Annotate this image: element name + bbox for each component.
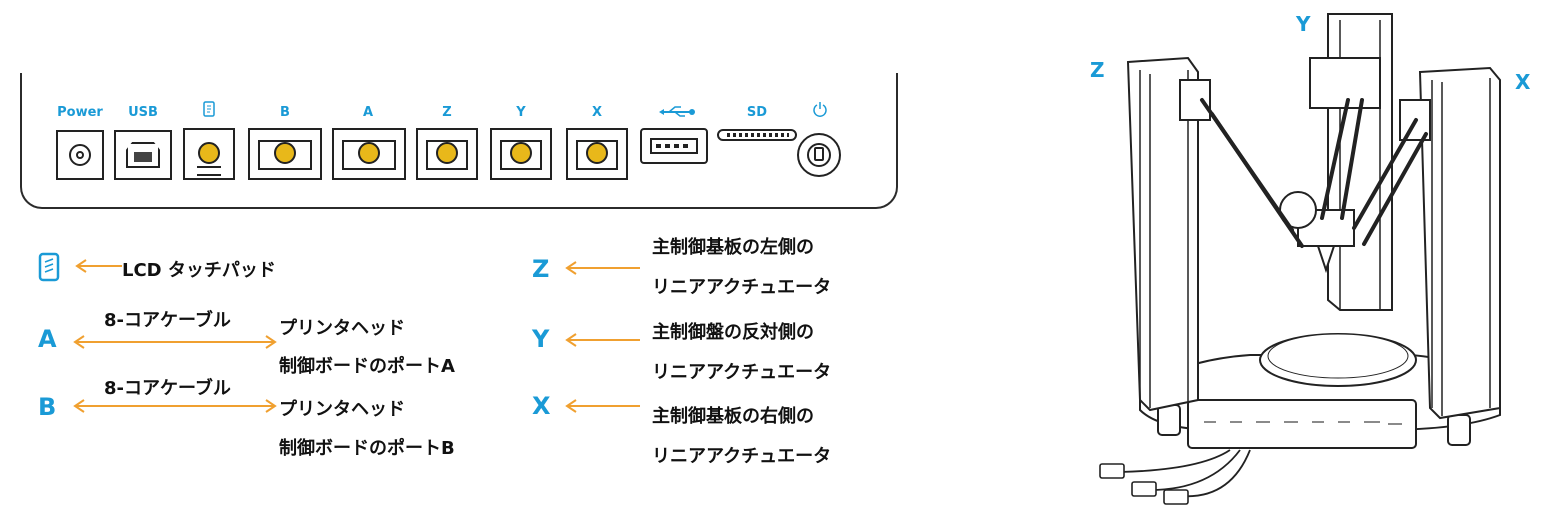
usb-symbol-icon: [659, 104, 697, 123]
port-y: [490, 128, 552, 180]
axis-z-line1: 主制御基板の左側の: [652, 237, 814, 258]
connector-b-arrow: [73, 399, 277, 413]
connector-a-target-line1: プリンタヘッド: [279, 318, 405, 339]
axis-z-letter: Z: [532, 255, 550, 283]
printer-axis-y-label: Y: [1296, 12, 1311, 36]
port-a: [332, 128, 406, 180]
lcd-port: [183, 128, 235, 180]
axis-x-line1: 主制御基板の右側の: [652, 406, 814, 427]
printer-axis-x-label: X: [1515, 70, 1531, 94]
connector-a-cable: 8-コアケーブル: [104, 310, 231, 331]
connector-a-letter: A: [38, 325, 57, 353]
axis-y-line1: 主制御盤の反対側の: [652, 322, 814, 343]
port-label-a: A: [362, 105, 374, 120]
delta-printer-illustration: [1099, 13, 1501, 505]
rear-port-panel: [20, 73, 898, 209]
port-label-power: Power: [57, 105, 103, 120]
connector-a-target-line2: 制御ボードのポートA: [279, 356, 455, 377]
axis-y-line2: リニアアクチュエータ: [652, 362, 832, 383]
power-jack: [56, 130, 104, 180]
axis-x-letter: X: [532, 392, 551, 420]
usb-b-port: [114, 130, 172, 180]
connector-b-target-line1: プリンタヘッド: [279, 399, 405, 420]
power-symbol-icon: [812, 101, 828, 121]
power-switch: [797, 133, 841, 177]
lcd-tablet-icon: [38, 252, 60, 286]
port-x: [566, 128, 628, 180]
axis-z-line2: リニアアクチュエータ: [652, 277, 832, 298]
lcd-description: LCD タッチパッド: [122, 260, 276, 281]
axis-z-arrow: [565, 261, 640, 275]
port-label-x: X: [591, 105, 603, 120]
sd-card-slot: [717, 129, 797, 141]
connector-a-arrow: [73, 335, 277, 349]
port-label-usb: USB: [128, 105, 158, 120]
axis-x-arrow: [565, 399, 640, 413]
usb-a-port: [640, 128, 708, 164]
connector-b-target-line2: 制御ボードのポートB: [279, 438, 455, 459]
port-label-z: Z: [442, 105, 452, 120]
port-label-sd: SD: [746, 105, 768, 120]
port-b: [248, 128, 322, 180]
printer-axis-z-label: Z: [1090, 58, 1105, 82]
port-label-b: B: [280, 105, 290, 120]
axis-y-letter: Y: [532, 325, 550, 353]
axis-x-line2: リニアアクチュエータ: [652, 446, 832, 467]
port-z: [416, 128, 478, 180]
lcd-arrow: [75, 259, 122, 273]
axis-y-arrow: [565, 333, 640, 347]
connector-b-letter: B: [38, 393, 57, 421]
port-label-y: Y: [516, 105, 526, 120]
connector-b-cable: 8-コアケーブル: [104, 378, 231, 399]
tablet-icon: [203, 101, 215, 121]
